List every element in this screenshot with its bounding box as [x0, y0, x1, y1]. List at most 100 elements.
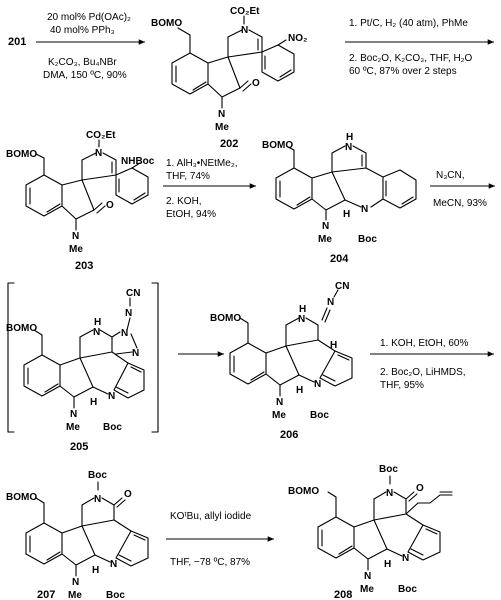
indole-n-label: N [70, 409, 77, 420]
step-4: N₃CN, MeCN, 93% [430, 170, 495, 209]
benzene-ring [171, 52, 209, 95]
boc-label: Boc [106, 590, 125, 600]
step3-reagent-4: EtOH, 94% [166, 209, 216, 220]
compound-202-label: 202 [220, 138, 238, 150]
ring-fusion-h-label: H [92, 565, 99, 576]
step2-reagent-1: 1. Pt/C, H₂ (40 atm), PhMe [349, 18, 468, 29]
methyl-label: Me [360, 584, 374, 595]
ester-label: CO₂Et [230, 6, 260, 17]
triazoline-n3-label: N [132, 348, 139, 359]
step-2: 1. Pt/C, H₂ (40 atm), PhMe 2. Boc₂O, K₂C… [345, 18, 494, 77]
nh-h-label: H [94, 317, 101, 328]
nh-label: H [346, 132, 353, 143]
bomo-label: BOMO [288, 486, 319, 497]
ring-n-label: N [345, 142, 352, 153]
carbonyl-o-label: O [252, 78, 260, 89]
ring-n-label: N [241, 25, 248, 36]
methyl-label: Me [68, 590, 82, 600]
compound-203-label: 203 [75, 260, 93, 272]
ring-n-label: N [95, 148, 102, 159]
benzene-ring [275, 167, 313, 210]
benzene-ring [25, 174, 63, 217]
boc-label: Boc [310, 410, 329, 421]
methyl-label: Me [69, 244, 83, 255]
benzene-ring [25, 522, 63, 565]
compound-206: CN N BOMO H N H N Me H N Boc 206 [210, 281, 353, 441]
compound-207-label: 207 [37, 589, 55, 600]
ring-n-label: N [386, 488, 393, 499]
methine-h-label: H [330, 340, 337, 351]
indole-n-label: N [322, 221, 329, 232]
boc-label: Boc [103, 422, 122, 433]
indole-n-label: N [72, 577, 79, 588]
step-1: 201 20 mol% Pd(OAc)₂ 40 mol% PPh₃ K₂CO₃,… [8, 12, 145, 81]
step-5: 1. KOH, EtOH, 60% 2. Boc₂O, LiHMDS, THF,… [370, 338, 494, 391]
ring-fusion-h-label: H [384, 559, 391, 570]
ring-fusion-h-label: H [90, 397, 97, 408]
compound-203: BOMO CO₂Et N NHBoc O N Me 203 [6, 130, 155, 272]
aryl-ring [319, 350, 353, 387]
indole-n-label: N [364, 571, 371, 582]
nitrophenyl-ring [261, 44, 295, 82]
bomo-label: BOMO [210, 313, 241, 324]
imine-n-label: N [327, 297, 334, 308]
methyl-label: Me [318, 234, 332, 245]
carbamate-n-label: N [402, 553, 409, 564]
aryl-ring [115, 530, 149, 567]
compound-204: BOMO H N N Me H N Boc 204 [262, 132, 417, 265]
right-bracket [151, 282, 159, 433]
ring-n-label: N [93, 327, 100, 338]
methyl-label: Me [215, 122, 229, 133]
aryl-ring [382, 169, 417, 209]
step-3: 1. AlH₃•NEtMe₂, THF, 74% 2. KOH, EtOH, 9… [163, 158, 256, 220]
step5-reagent-3: THF, 95% [380, 380, 424, 391]
intermediate-bracket [7, 282, 159, 433]
aryl-ring [407, 524, 441, 561]
aryl-ring [113, 362, 145, 399]
benzene-ring [317, 516, 355, 559]
indole-n-label: N [72, 231, 79, 242]
ring-fusion-h-label: H [296, 385, 303, 396]
methyl-label: Me [66, 422, 80, 433]
carbamate-n-label: N [110, 559, 117, 570]
compound-205: CN BOMO H N N N N N Me H N Boc 205 [6, 288, 145, 453]
step1-reagent-3: K₂CO₃, Bu₄NBr [48, 57, 117, 68]
step2-reagent-3: 60 ºC, 87% over 2 steps [349, 66, 457, 77]
step3-reagent-2: THF, 74% [166, 171, 210, 182]
nitro-label: NO₂ [288, 33, 307, 44]
ring-nh-h-label: H [299, 304, 306, 315]
ring-n-label: N [298, 314, 305, 325]
carbonyl-o-label: O [124, 489, 132, 500]
boc-label: Boc [398, 584, 417, 595]
compound-208: BOMO Boc N O N Me H N Boc 208 [288, 464, 453, 600]
benzene-ring [229, 342, 267, 385]
indole-n-label: N [276, 397, 283, 408]
step3-reagent-1: 1. AlH₃•NEtMe₂, [166, 158, 237, 169]
aniline-ring [115, 167, 149, 205]
bomo-label: BOMO [6, 492, 37, 503]
compound-201-label: 201 [8, 36, 26, 48]
benzene-ring [23, 354, 61, 397]
compound-208-label: 208 [334, 589, 352, 600]
nitrile-label: CN [126, 288, 140, 299]
compound-202: BOMO CO₂Et N NO₂ O N Me 202 [151, 6, 307, 150]
ring-boc-label: Boc [379, 464, 398, 475]
step4-reagent-1: N₃CN, [436, 170, 465, 181]
nhboc-label: NHBoc [121, 156, 155, 167]
carbonyl-o-label: O [106, 200, 114, 211]
step5-reagent-2: 2. Boc₂O, LiHMDS, [380, 367, 466, 378]
step1-reagent-2: 40 mol% PPh₃ [50, 25, 115, 36]
indole-n-label: N [218, 109, 225, 120]
compound-207: BOMO Boc N O N Me H N Boc 207 [6, 470, 149, 600]
step4-reagent-2: MeCN, 93% [433, 198, 487, 209]
carbamate-n-label: N [108, 391, 115, 402]
compound-206-label: 206 [280, 429, 298, 441]
ring-n-label: N [94, 494, 101, 505]
ring-boc-label: Boc [88, 470, 107, 481]
triazoline-n2-label: N [121, 328, 128, 339]
bomo-label: BOMO [151, 18, 182, 29]
step1-reagent-4: DMA, 150 ºC, 90% [43, 70, 127, 81]
step2-reagent-2: 2. Boc₂O, K₂CO₃, THF, H₂O [349, 53, 473, 64]
bomo-label: BOMO [262, 140, 293, 151]
